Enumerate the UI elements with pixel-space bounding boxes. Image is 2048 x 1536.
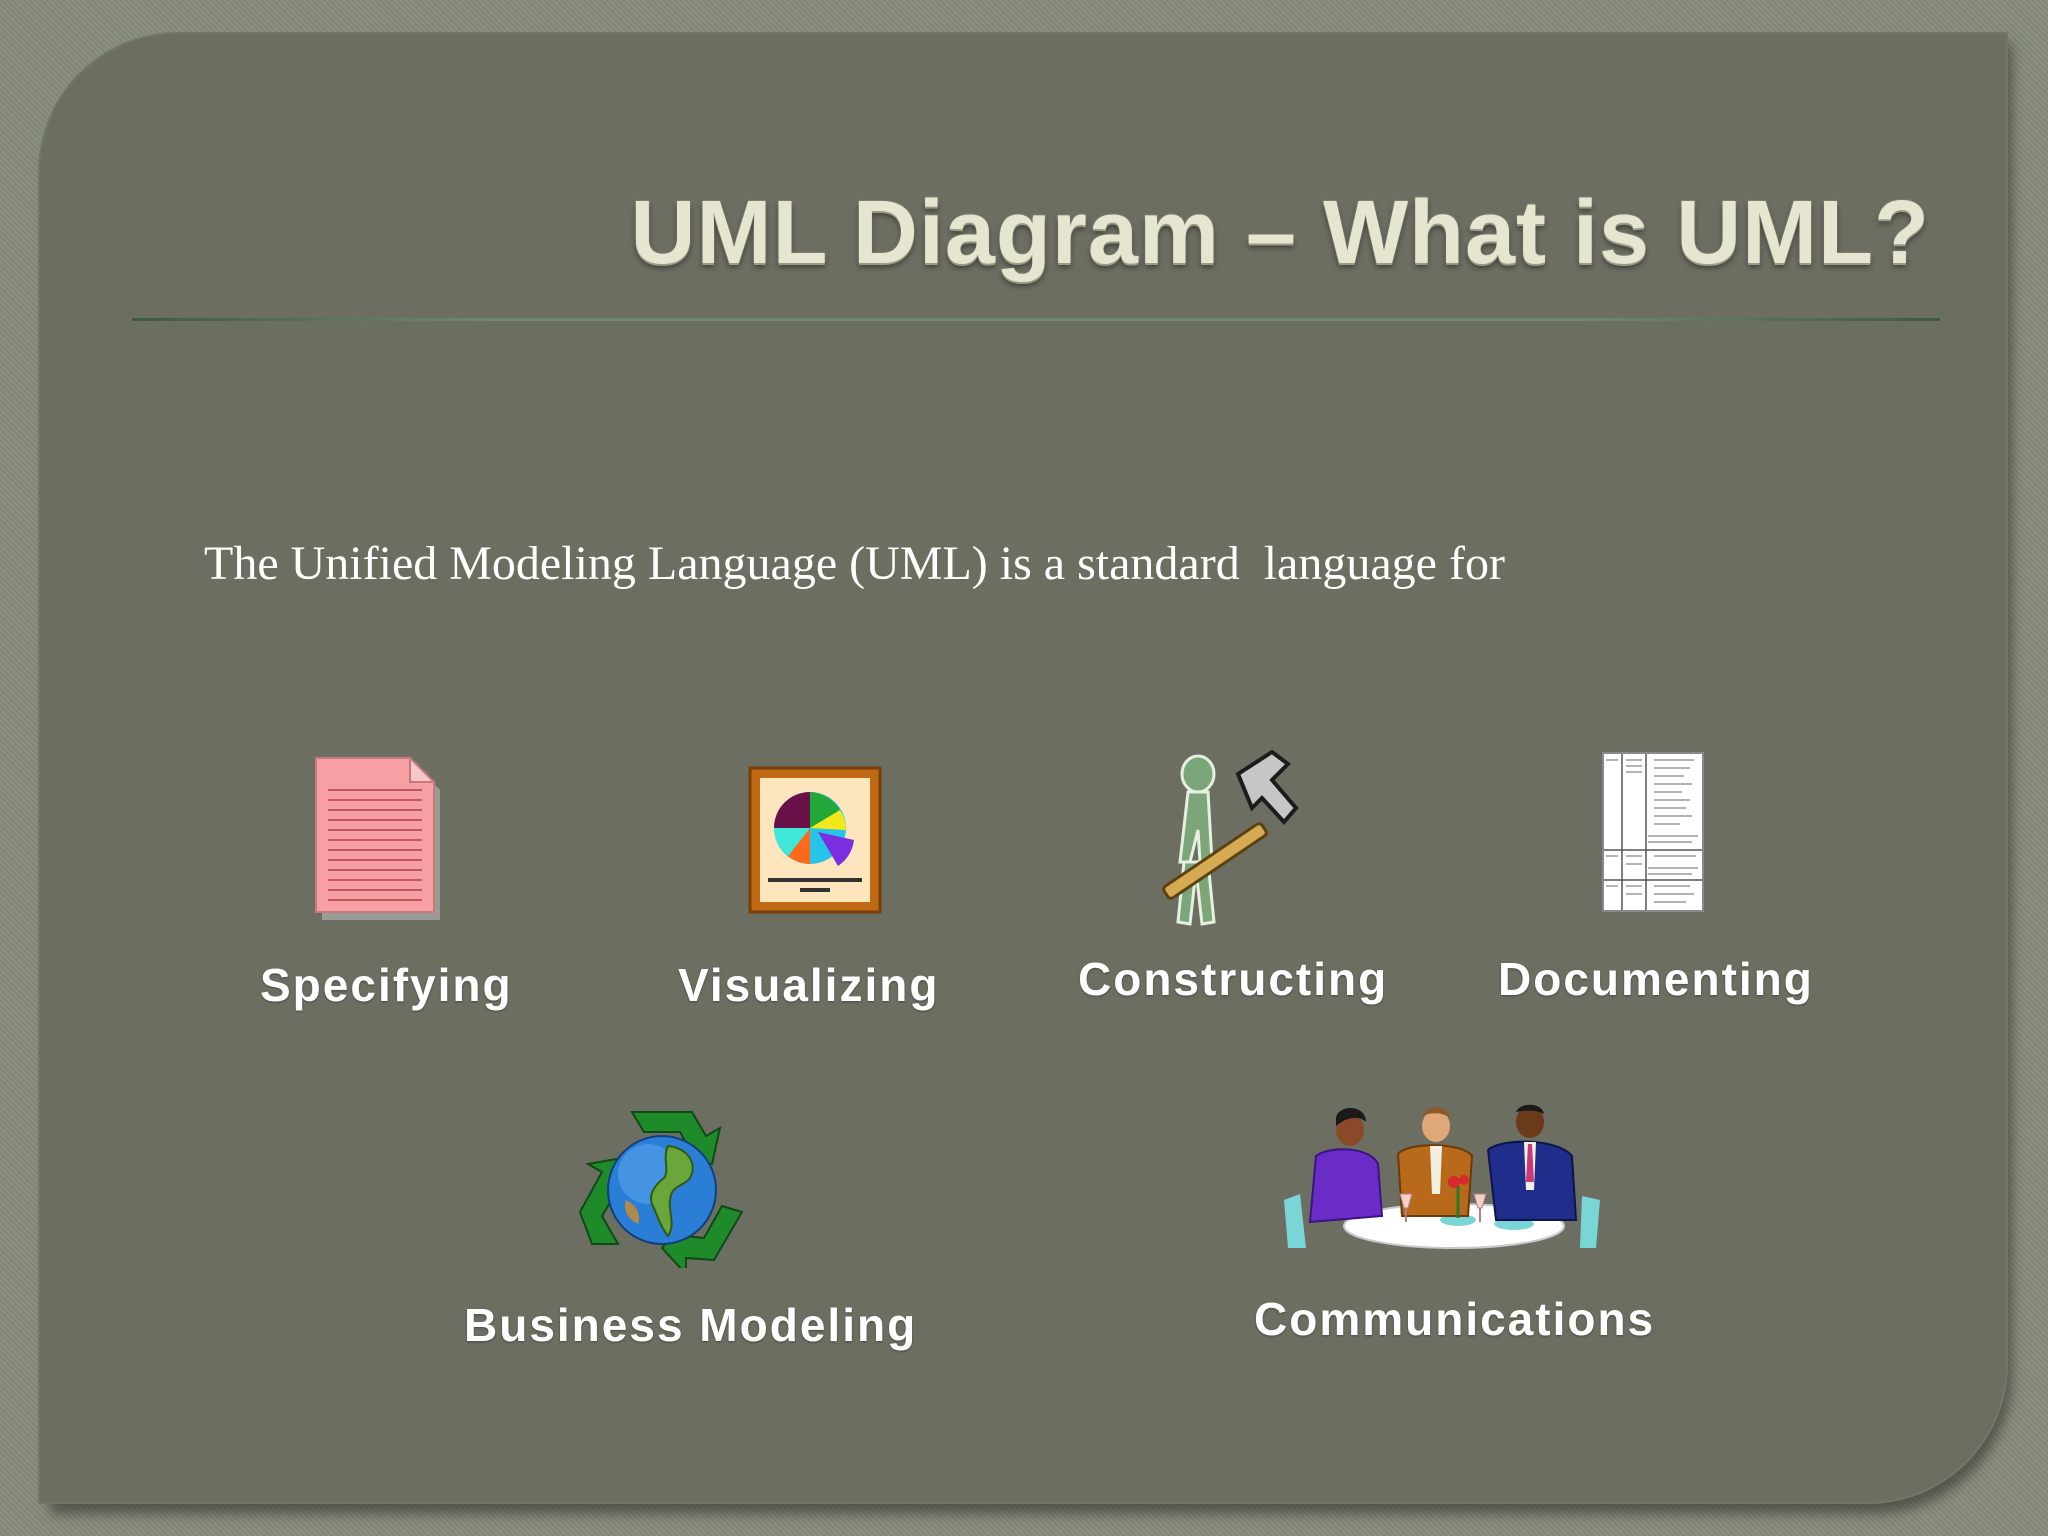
meeting-people-icon <box>1282 1104 1604 1252</box>
recycle-globe-icon <box>572 1108 750 1268</box>
label-constructing: Constructing <box>1078 953 1389 1005</box>
document-icon <box>312 756 444 922</box>
purpose-specifying <box>312 756 444 922</box>
label-documenting: Documenting <box>1498 953 1814 1005</box>
table-document-icon <box>1602 752 1704 912</box>
purpose-communications <box>1282 1104 1604 1252</box>
title-divider <box>132 318 1940 321</box>
label-visualizing: Visualizing <box>678 959 940 1011</box>
hammer-figure-icon <box>1150 750 1300 932</box>
purpose-constructing <box>1150 750 1300 932</box>
purpose-visualizing <box>748 766 882 914</box>
intro-text: The Unified Modeling Language (UML) is a… <box>204 537 1505 590</box>
slide-title: UML Diagram – What is UML? <box>630 183 1930 283</box>
pie-chart-icon <box>748 766 882 914</box>
purpose-documenting <box>1602 752 1704 912</box>
label-communications: Communications <box>1254 1293 1656 1345</box>
purpose-business-modeling <box>572 1108 750 1268</box>
label-business-modeling: Business Modeling <box>464 1299 918 1351</box>
label-specifying: Specifying <box>260 959 513 1011</box>
